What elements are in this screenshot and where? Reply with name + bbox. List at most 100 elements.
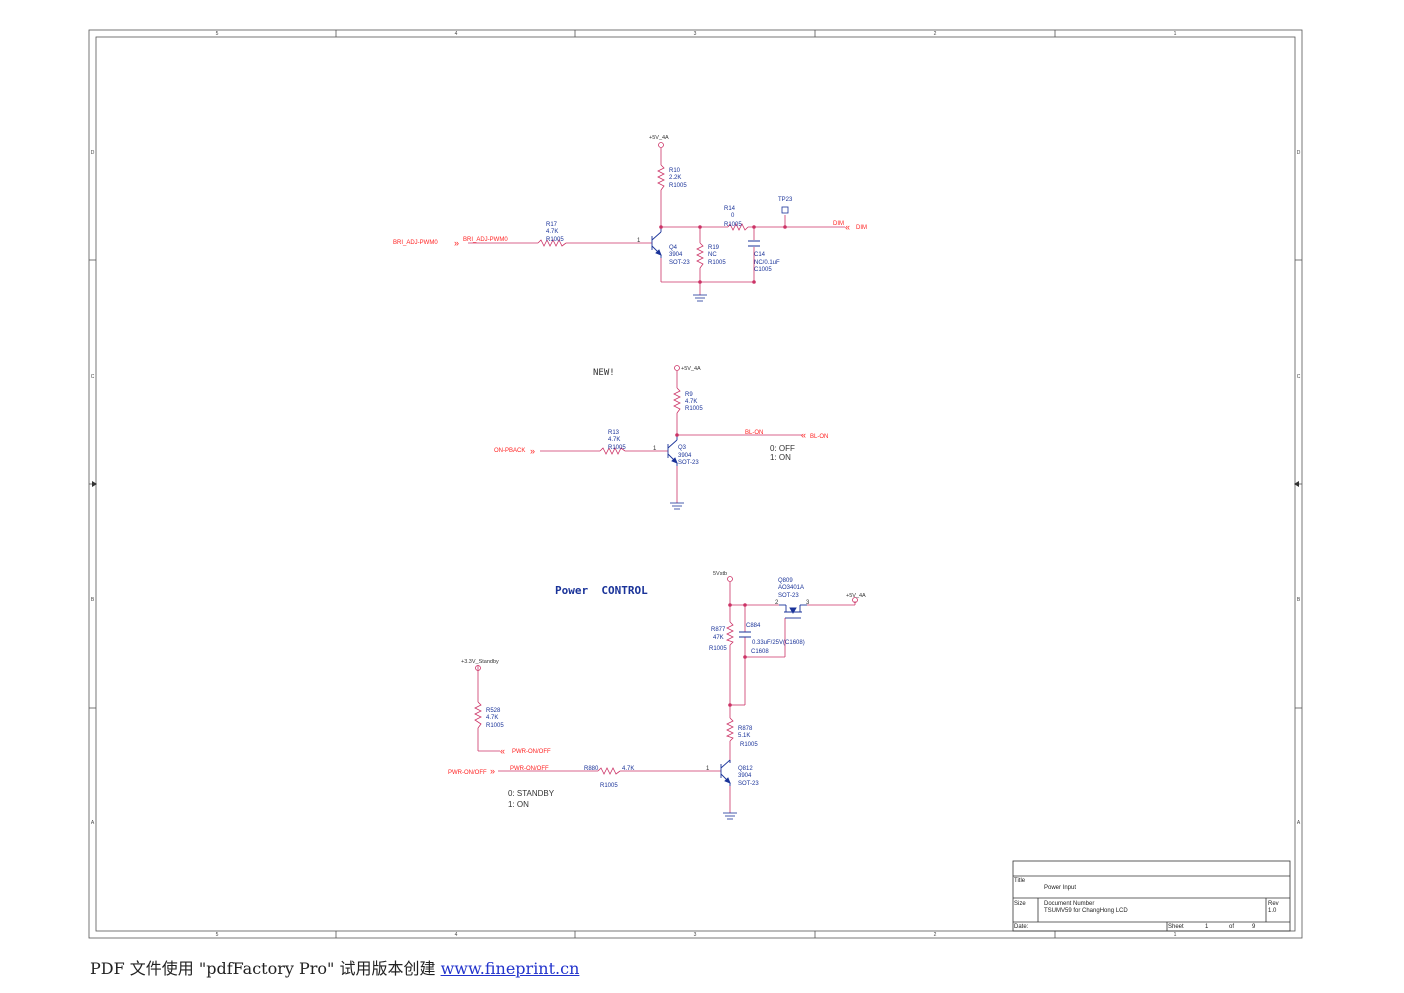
q3-pin: 1	[653, 446, 657, 452]
backlight-circuit: NEW! +5V_4A R9 4.7K R1005 BL-ON « BL-ON …	[494, 365, 828, 510]
col-label-top: 2	[934, 31, 937, 37]
col-label-bottom: 4	[455, 932, 458, 938]
junction-dots	[728, 603, 747, 707]
r10-value: 2.2K	[669, 175, 681, 181]
port-arrow-icon: «	[500, 746, 505, 756]
r19-ref: R19	[708, 245, 720, 251]
rev-label: Rev	[1268, 901, 1279, 907]
output-net-label: DIM	[833, 221, 844, 227]
port-arrow-icon: »	[530, 446, 535, 456]
resistor-icon	[725, 717, 734, 742]
q812-value: 3904	[738, 773, 752, 779]
port-arrow-icon: »	[454, 238, 459, 248]
power-control-circuit: Power CONTROL 5Vstb +5V_4A	[448, 571, 866, 820]
c884-ref: C884	[746, 623, 761, 629]
output-port-label: DIM	[856, 225, 867, 231]
npn-transistor-icon	[651, 227, 662, 258]
r9-value: 4.7K	[685, 399, 697, 405]
footer-text: PDF 文件使用 "pdfFactory Pro" 试用版本创建	[90, 959, 441, 978]
input-port-label: PWR-ON/OFF	[448, 770, 487, 776]
r9-ref: R9	[685, 392, 693, 398]
power-rail-label: +5V_4A	[649, 135, 669, 141]
resistor-icon	[657, 164, 665, 191]
c14-ref: C14	[754, 252, 766, 258]
row-label-left: A	[91, 820, 95, 826]
row-label-left: C	[91, 374, 95, 380]
resistor-icon	[597, 767, 621, 775]
r14-package: R1005	[724, 222, 742, 228]
title-block: Title Power Input Size Document Number T…	[1012, 860, 1291, 932]
npn-transistor-icon	[667, 435, 678, 466]
resistor-icon	[725, 621, 734, 646]
c884-package: C1608	[751, 649, 769, 655]
center-mark-left	[92, 481, 97, 487]
c14-package: C1005	[754, 267, 772, 273]
pmos-transistor-icon	[779, 604, 807, 619]
pwr-state-standby: 0: STANDBY	[508, 789, 555, 798]
q4-pin: 1	[637, 238, 641, 244]
r19-value: NC	[708, 252, 717, 258]
r9-package: R1005	[685, 406, 703, 412]
rev-value: 1.0	[1268, 908, 1277, 914]
new-note: NEW!	[593, 368, 615, 378]
pwr-net-label: PWR-ON/OFF	[510, 766, 549, 772]
r10-package: R1005	[669, 183, 687, 189]
r880-value: 4.7K	[622, 766, 634, 772]
row-label-right: A	[1297, 820, 1301, 826]
title-label: Title	[1014, 878, 1026, 884]
drawing-frame	[88, 29, 1303, 939]
r878-package: R1005	[740, 742, 758, 748]
row-label-left: B	[91, 597, 95, 603]
col-label-bottom: 2	[934, 932, 937, 938]
r528-package: R1005	[486, 723, 504, 729]
pwr-onoff-upper-label: PWR-ON/OFF	[512, 749, 551, 755]
dim-circuit: +5V_4A R10 2.2K R1005 BRI_ADJ-PWM0 » BRI…	[393, 135, 867, 302]
power-rail-icon	[674, 365, 680, 371]
q812-ref: Q812	[738, 766, 753, 772]
power-rail-icon	[852, 597, 858, 603]
footer-link[interactable]: www.fineprint.cn	[440, 959, 580, 978]
ground-icon	[670, 502, 684, 510]
q809-value: AO3401A	[778, 585, 804, 591]
pdf-footer: PDF 文件使用 "pdfFactory Pro" 试用版本创建 www.fin…	[90, 955, 579, 979]
tp23-label: TP23	[778, 197, 793, 203]
q4-package: SOT-23	[669, 260, 690, 266]
wires	[468, 148, 845, 295]
output-port-label: BL-ON	[810, 434, 828, 440]
port-arrow-icon: «	[845, 222, 850, 232]
input-port-label: ON-PBACK	[494, 448, 525, 454]
col-label-top: 1	[1174, 31, 1177, 37]
col-label-top: 3	[694, 31, 697, 37]
row-label-right: C	[1297, 374, 1301, 380]
bl-state-on: 1: ON	[770, 453, 791, 462]
r877-value: 47K	[713, 635, 724, 641]
q3-package: SOT-23	[678, 460, 699, 466]
col-label-bottom: 1	[1174, 932, 1177, 938]
input-port-label: BRI_ADJ-PWM0	[393, 240, 438, 246]
pwr-state-on: 1: ON	[508, 800, 529, 809]
title-value: Power Input	[1044, 885, 1076, 891]
col-label-bottom: 3	[694, 932, 697, 938]
capacitor-icon	[739, 631, 751, 638]
row-label-left: D	[91, 150, 95, 156]
q812-pin: 1	[706, 766, 710, 772]
size-label: Size	[1014, 901, 1026, 907]
r13-package: R1005	[608, 445, 626, 451]
npn-transistor-icon	[720, 759, 731, 786]
standby-33-label: +3.3V_Standby	[461, 659, 499, 665]
power-rail-label: +5V_4A	[681, 366, 701, 372]
ground-icon	[723, 812, 737, 820]
sheet-number: 1	[1205, 924, 1209, 930]
r878-ref: R878	[738, 726, 753, 732]
q812-package: SOT-23	[738, 781, 759, 787]
ground-icon	[693, 294, 707, 302]
q3-ref: Q3	[678, 445, 687, 451]
r10-ref: R10	[669, 168, 681, 174]
resistor-icon	[727, 223, 749, 231]
row-label-right: D	[1297, 150, 1301, 156]
r19-package: R1005	[708, 260, 726, 266]
r528-value: 4.7K	[486, 715, 498, 721]
c14-value: NC/0.1uF	[754, 260, 780, 266]
document-number-value: TSUMV59 for ChangHong LCD	[1044, 908, 1128, 914]
